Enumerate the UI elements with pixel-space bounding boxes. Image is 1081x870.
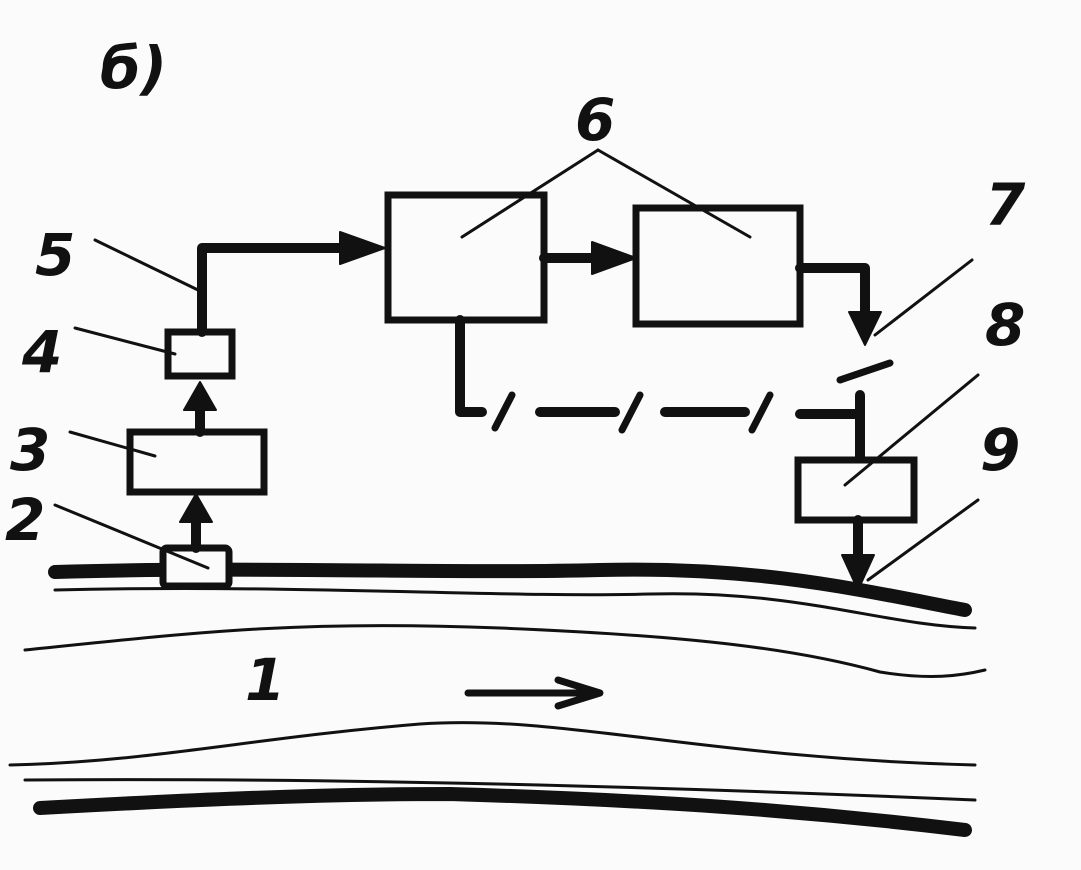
arrow-2-to-3 (179, 493, 213, 553)
leader-line-4 (73, 326, 177, 356)
flow-arrow (464, 676, 604, 710)
output-line-7 (795, 263, 882, 346)
leader-line-5 (93, 238, 200, 292)
signal-line-5 (197, 231, 386, 337)
label-6: 6 (575, 86, 615, 154)
block-6b (632, 204, 804, 328)
pipe-inner-line-2 (23, 623, 987, 678)
label-4: 4 (21, 318, 62, 386)
label-2: 2 (5, 486, 45, 554)
leader-line-7 (873, 258, 974, 337)
switch-mark (836, 359, 894, 384)
pipe-lower-wall (33, 787, 972, 837)
label-8: 8 (985, 291, 1025, 359)
pipe-inner-line-1 (53, 586, 977, 630)
pipe-inner-line-4 (23, 778, 977, 802)
leader-line-9 (866, 498, 980, 582)
leader-line-2 (53, 503, 210, 570)
subfigure-label: б) (100, 34, 167, 102)
block-3 (126, 428, 268, 496)
label-7: 7 (985, 171, 1026, 239)
label-1: 1 (245, 646, 285, 714)
block-4 (164, 328, 236, 380)
block-8 (794, 456, 918, 524)
label-3: 3 (10, 416, 50, 484)
arrow-3-to-4 (183, 381, 217, 437)
output-arrow-9 (841, 515, 875, 591)
pipe-inner-line-3 (8, 721, 977, 767)
label-5: 5 (35, 221, 75, 289)
arrow-6a-to-6b (539, 241, 637, 275)
label-9: 9 (980, 416, 1020, 484)
leader-lines-6 (460, 148, 752, 239)
dash-dot-feedback-line (455, 315, 860, 434)
leader-line-8 (843, 373, 980, 487)
block-6a (384, 191, 548, 324)
leader-line-3 (68, 430, 157, 458)
pipeline (8, 562, 987, 837)
